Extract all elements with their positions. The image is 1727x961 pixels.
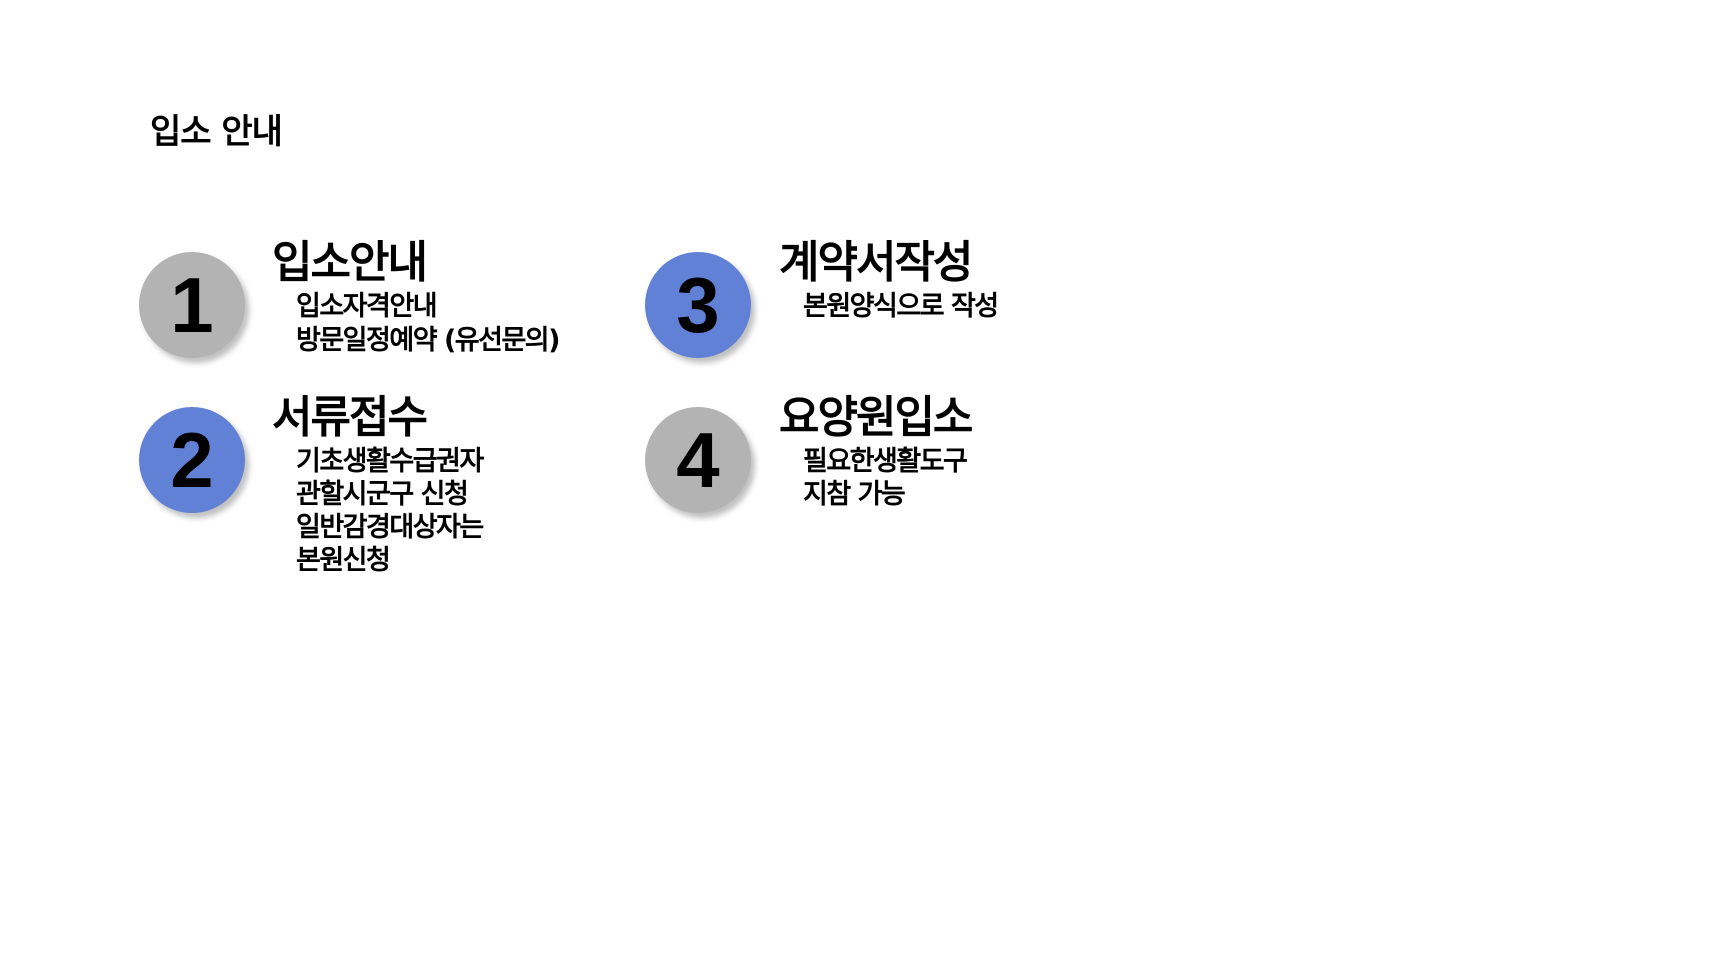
step-item: 기초생활수급권자	[296, 446, 484, 477]
step-item: 지참 가능	[803, 479, 906, 510]
step-item: 본원신청	[296, 545, 391, 576]
step-item: 입소자격안내	[296, 291, 438, 322]
step-item: 관할시군구 신청	[296, 479, 469, 510]
step-item: 필요한생활도구	[803, 446, 968, 477]
step-number: 2	[170, 415, 214, 504]
step-item: 방문일정예약 (유선문의)	[296, 325, 560, 356]
step-1-heading: 입소안내	[272, 237, 428, 288]
step-3-heading: 계약서작성	[779, 237, 973, 288]
step-2-items: 기초생활수급권자 관할시군구 신청 일반감경대상자는 본원신청	[296, 445, 484, 577]
step-4-heading: 요양원입소	[779, 392, 973, 443]
step-2-heading: 서류접수	[272, 392, 428, 443]
step-2-number-circle: 2	[139, 407, 245, 513]
step-number: 1	[170, 260, 214, 349]
step-item: 본원양식으로 작성	[803, 291, 999, 322]
step-4-number-circle: 4	[645, 407, 751, 513]
step-number: 4	[676, 415, 720, 504]
step-3-number-circle: 3	[645, 252, 751, 358]
step-1-number-circle: 1	[139, 252, 245, 358]
step-4-items: 필요한생활도구 지참 가능	[803, 445, 968, 511]
step-item: 일반감경대상자는	[296, 512, 484, 543]
step-3-items: 본원양식으로 작성	[803, 290, 999, 324]
page-title: 입소 안내	[150, 112, 283, 152]
step-1-items: 입소자격안내 방문일정예약 (유선문의)	[296, 290, 560, 358]
step-number: 3	[676, 260, 720, 349]
